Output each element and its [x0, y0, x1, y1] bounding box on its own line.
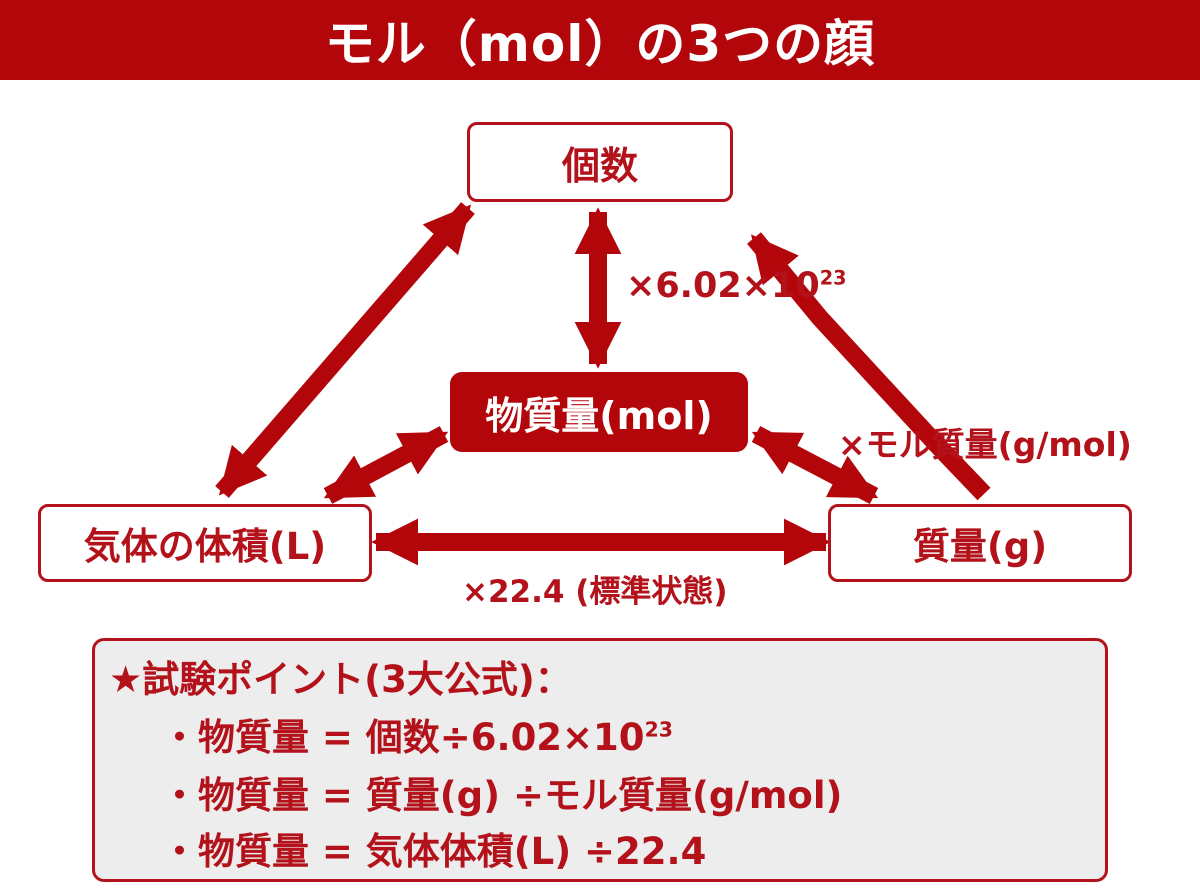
formula-2-text: ・物質量 = 質量(g) ÷モル質量(g/mol) — [161, 774, 843, 817]
title-bar: モル（mol）の3つの顔 — [0, 0, 1200, 80]
formula-2: ・物質量 = 質量(g) ÷モル質量(g/mol) — [161, 765, 842, 819]
node-mass: 質量(g) — [828, 504, 1132, 582]
exam-point-box: ★試験ポイント(3大公式)： ・物質量 = 個数÷6.02×1023 ・物質量 … — [92, 638, 1108, 882]
formula-1-exponent: 23 — [644, 717, 673, 742]
label-avogadro-base: ×6.02×10 — [626, 266, 820, 306]
formula-3: ・物質量 = 気体体積(L) ÷22.4 — [161, 821, 706, 875]
page-title: モル（mol）の3つの顔 — [324, 15, 876, 73]
node-count-label: 個数 — [561, 143, 638, 188]
node-amount-label: 物質量(mol) — [485, 393, 713, 438]
arrow-mass-count — [747, 232, 991, 501]
arrow-volume-count — [215, 202, 475, 498]
arrow-mol-mass — [751, 426, 879, 504]
label-molar-volume-text: ×22.4 (標準状態) — [462, 574, 728, 610]
label-molar-mass: ×モル質量(g/mol) — [838, 418, 1132, 466]
formula-3-text: ・物質量 = 気体体積(L) ÷22.4 — [161, 830, 707, 873]
node-amount-of-substance: 物質量(mol) — [450, 372, 748, 452]
exam-point-heading: ★試験ポイント(3大公式)： — [109, 658, 572, 701]
node-gas-volume: 気体の体積(L) — [38, 504, 372, 582]
label-molar-mass-text: ×モル質量(g/mol) — [838, 425, 1132, 464]
arrow-mol-volume — [323, 426, 449, 504]
label-molar-volume: ×22.4 (標準状態) — [462, 566, 728, 611]
formula-1-text: ・物質量 = 個数÷6.02×10 — [161, 716, 645, 759]
node-gas-volume-label: 気体の体積(L) — [83, 525, 327, 568]
node-count: 個数 — [467, 122, 733, 202]
label-avogadro: ×6.02×1023 — [626, 266, 847, 306]
node-mass-label: 質量(g) — [912, 525, 1048, 568]
formula-1: ・物質量 = 個数÷6.02×1023 — [161, 707, 673, 761]
label-avogadro-exponent: 23 — [819, 266, 847, 290]
